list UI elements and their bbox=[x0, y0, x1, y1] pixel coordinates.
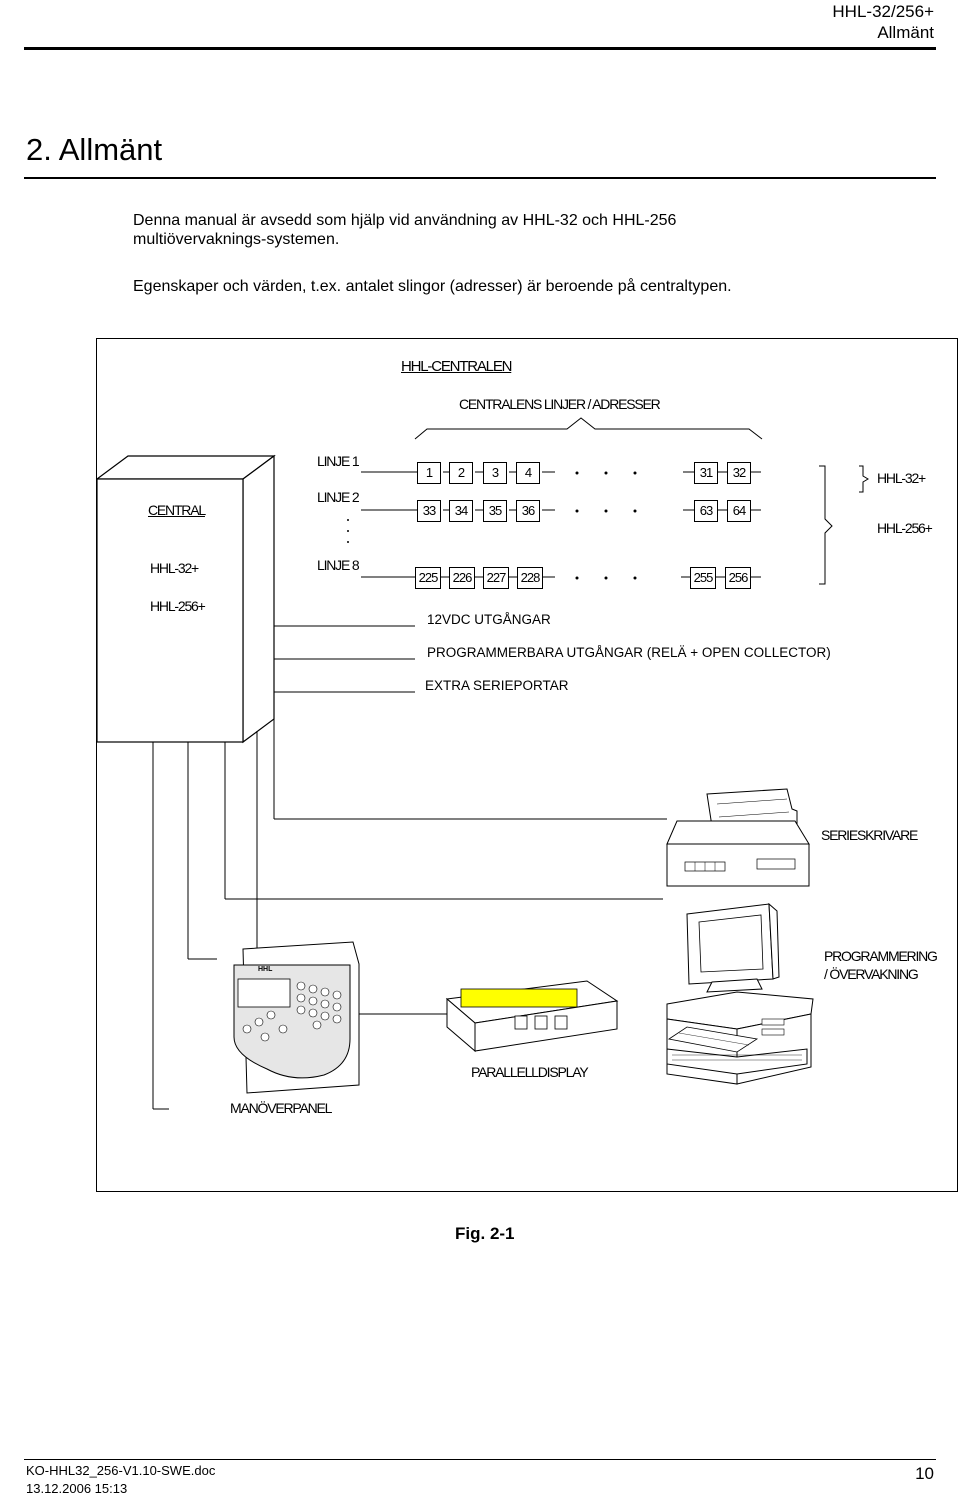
address-box: 33 bbox=[417, 500, 441, 522]
address-box: 4 bbox=[516, 462, 540, 484]
figure-caption: Fig. 2-1 bbox=[455, 1224, 515, 1243]
pc-label-line-1: PROGRAMMERING bbox=[824, 948, 938, 964]
output-programmable: PROGRAMMERBARA UTGÅNGAR (RELÄ + OPEN COL… bbox=[427, 645, 831, 660]
header-section: Allmänt bbox=[877, 23, 934, 42]
system-diagram: HHL-CENTRALEN CENTRALENS LINJER / ADRESS… bbox=[96, 338, 958, 1192]
line-label-2: LINJE 2 bbox=[317, 489, 360, 505]
address-box: 228 bbox=[517, 567, 543, 589]
address-box: 2 bbox=[449, 462, 473, 484]
footer-rule bbox=[24, 1459, 936, 1460]
address-box: 34 bbox=[449, 500, 473, 522]
page-number: 10 bbox=[915, 1464, 934, 1483]
address-box: 35 bbox=[483, 500, 507, 522]
address-box: 36 bbox=[516, 500, 540, 522]
printer-label: SERIESKRIVARE bbox=[821, 827, 918, 843]
address-box: 31 bbox=[694, 462, 718, 484]
address-box: 3 bbox=[483, 462, 507, 484]
intro-paragraph-2: Egenskaper och värden, t.ex. antalet sli… bbox=[133, 278, 732, 295]
central-model-256: HHL-256+ bbox=[150, 598, 206, 614]
address-box: 1 bbox=[417, 462, 441, 484]
diagram-lines bbox=[97, 417, 869, 1110]
footer-filename: KO-HHL32_256-V1.10-SWE.doc bbox=[26, 1463, 216, 1478]
output-serial-ports: EXTRA SERIEPORTAR bbox=[425, 678, 569, 693]
computer-base-icon bbox=[666, 991, 814, 1085]
brace-label-256: HHL-256+ bbox=[877, 520, 933, 536]
panel-label: MANÖVERPANEL bbox=[230, 1100, 332, 1116]
printer-icon bbox=[666, 788, 810, 887]
central-label: CENTRAL bbox=[148, 502, 206, 518]
address-box: 226 bbox=[449, 567, 475, 589]
central-model-32: HHL-32+ bbox=[150, 560, 199, 576]
intro-line-1: Denna manual är avsedd som hjälp vid anv… bbox=[133, 212, 677, 229]
address-box: 256 bbox=[725, 567, 751, 589]
address-box: 64 bbox=[727, 500, 751, 522]
figure-subtitle: CENTRALENS LINJER / ADRESSER bbox=[459, 396, 661, 412]
address-box: 227 bbox=[483, 567, 509, 589]
display-label: PARALLELLDISPLAY bbox=[471, 1064, 589, 1080]
output-12vdc: 12VDC UTGÅNGAR bbox=[427, 612, 551, 627]
control-panel-icon bbox=[233, 941, 360, 1094]
header-doc-title: HHL-32/256+ bbox=[832, 2, 934, 21]
monitor-icon bbox=[686, 902, 780, 993]
section-heading: 2. Allmänt bbox=[26, 132, 163, 167]
address-box: 255 bbox=[690, 567, 716, 589]
panel-logo: HHL bbox=[258, 966, 273, 973]
address-box: 225 bbox=[415, 567, 441, 589]
heading-rule bbox=[24, 177, 936, 179]
parallel-display-icon bbox=[445, 980, 619, 1053]
footer-date: 13.12.2006 15:13 bbox=[26, 1481, 128, 1496]
pc-label-line-2: / ÖVERVAKNING bbox=[824, 966, 919, 982]
address-box: 32 bbox=[727, 462, 751, 484]
address-box: 63 bbox=[694, 500, 718, 522]
brace-label-32: HHL-32+ bbox=[877, 470, 926, 486]
figure-title: HHL-CENTRALEN bbox=[401, 358, 512, 375]
line-label-1: LINJE 1 bbox=[317, 453, 360, 469]
intro-line-2: multiövervaknings-systemen. bbox=[133, 231, 340, 248]
header-rule bbox=[24, 47, 936, 50]
line-label-8: LINJE 8 bbox=[317, 557, 360, 573]
